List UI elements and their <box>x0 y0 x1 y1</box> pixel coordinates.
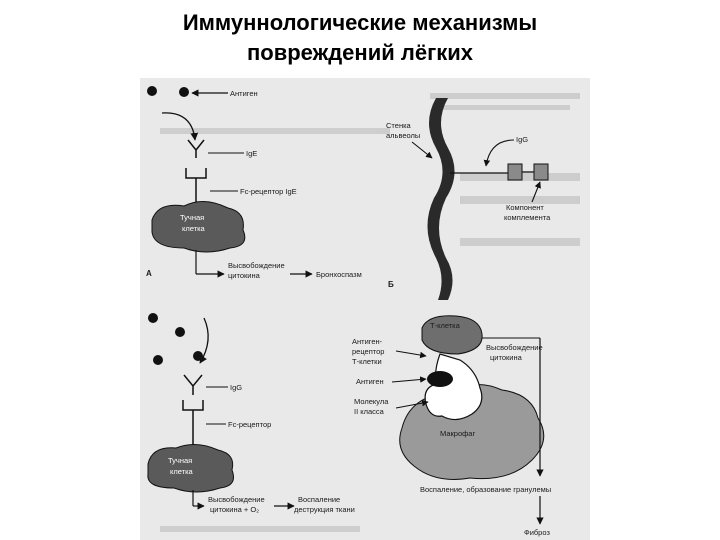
label-inflammation-line1: Воспаление <box>298 495 340 504</box>
label-igg: IgG <box>230 383 242 392</box>
mechanism-figure: Антиген IgE Fc-рецептор IgE Тучная клетк… <box>140 78 590 540</box>
label-bronchospasm: Бронхоспазм <box>316 270 362 279</box>
panel-a: Антиген IgE Fc-рецептор IgE Тучная клетк… <box>146 86 362 280</box>
label-complement-line1: Компонент <box>506 203 544 212</box>
t-cell-shape <box>421 315 483 355</box>
label-antigen: Антиген <box>356 377 384 386</box>
antigen-particle <box>147 86 157 96</box>
igg-antibody-icon <box>183 374 203 395</box>
page-title: Иммуннологические механизмы повреждений … <box>0 8 720 68</box>
complement-box-1 <box>507 163 523 181</box>
fc-receptor-icon <box>182 400 204 448</box>
label-antigen: Антиген <box>230 89 258 98</box>
antigen-particle <box>153 355 163 365</box>
label-antigen-receptor-line2: рецептор <box>352 347 384 356</box>
alveolar-wall-shape <box>427 98 455 300</box>
label-macrophage: Макрофаг <box>440 429 475 438</box>
label-antigen-receptor-line1: Антиген- <box>352 337 383 346</box>
label-alveolar-wall-line1: Стенка <box>386 121 412 130</box>
label-mast-cell-line1: Тучная <box>180 213 204 222</box>
title-line-1: Иммуннологические механизмы <box>182 10 538 35</box>
label-release-line1: Высвобождение <box>486 343 543 352</box>
label-mast-cell-line2: клетка <box>182 224 206 233</box>
panel-b: Стенка альвеолы IgG Компонент комплемент… <box>386 98 551 300</box>
label-ige: IgE <box>246 149 257 158</box>
antigen-receptor-pointer <box>395 350 427 359</box>
label-granuloma: Воспаление, образование гранулемы <box>420 485 551 494</box>
label-release-line1: Высвобождение <box>228 261 285 270</box>
complement-pointer-line <box>531 181 541 203</box>
antigen-particle <box>427 371 453 387</box>
mast-cell-shape <box>147 444 234 493</box>
label-release-line2: цитокина <box>490 353 523 362</box>
molecule-pointer <box>395 399 429 409</box>
cell-contact-outline <box>424 353 483 421</box>
igg-arrow <box>483 139 515 167</box>
complement-box-2 <box>533 163 549 181</box>
label-mast-cell-line1: Тучная <box>168 456 192 465</box>
label-igg: IgG <box>516 135 528 144</box>
label-mast-cell-line2: клетка <box>170 467 194 476</box>
label-antigen-receptor-line3: Т-клетки <box>352 357 382 366</box>
label-inflammation-line2: деструкция ткани <box>294 505 355 514</box>
label-alveolar-wall-line2: альвеолы <box>386 131 420 140</box>
label-molecule-line2: II класса <box>354 407 385 416</box>
label-fibrosis: Фиброз <box>524 528 550 537</box>
antigen-pointer <box>391 376 427 383</box>
label-complement-line2: комплемента <box>504 213 551 222</box>
antigen-particle <box>148 313 158 323</box>
label-fc-receptor: Fc-рецептор <box>228 420 271 429</box>
antigen-particle <box>175 327 185 337</box>
antigen-particle <box>179 87 189 97</box>
panel-c: IgG Fc-рецептор Тучная клетка Высвобожде… <box>147 313 355 514</box>
binding-arrow <box>161 112 199 141</box>
label-release-line2: цитокина + O₂ <box>210 505 259 514</box>
label-t-cell: Т-клетка <box>430 321 461 330</box>
label-fc-receptor-ige: Fc-рецептор IgE <box>240 187 297 196</box>
panel-label-b: Б <box>388 280 394 289</box>
mechanism-diagram: Антиген IgE Fc-рецептор IgE Тучная клетк… <box>146 86 580 537</box>
label-molecule-line1: Молекула <box>354 397 389 406</box>
panel-label-a: А <box>146 269 152 278</box>
alveolar-wall-arrow <box>411 141 433 159</box>
ige-antibody-icon <box>187 139 205 158</box>
binding-arrow <box>199 317 209 364</box>
mast-cell-shape <box>151 201 246 253</box>
label-release-line1: Высвобождение <box>208 495 265 504</box>
title-line-2: повреждений лёгких <box>246 40 474 65</box>
label-release-line2: цитокина <box>228 271 261 280</box>
panel-d: Т-клетка Макрофаг Антиген- рецептор Т-кл… <box>352 315 551 537</box>
